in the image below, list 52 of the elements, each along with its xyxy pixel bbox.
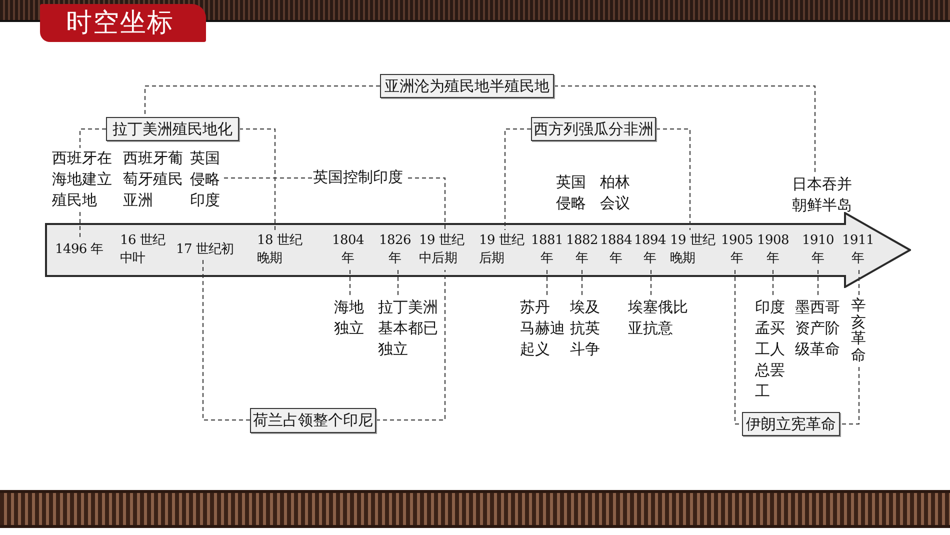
event-text: 英国侵略 — [556, 172, 590, 216]
event-text: 苏丹马赫迪起义 — [520, 297, 568, 361]
dashed-connector — [840, 366, 860, 424]
timeline-label: 1804 年 — [331, 230, 365, 270]
event-text: 海地独立 — [334, 297, 368, 341]
label-box: 伊朗立宪革命 — [742, 412, 840, 436]
timeline-label: 1881 年 — [530, 230, 564, 270]
event-text: 英国控制印度 — [313, 167, 408, 189]
timeline-label: 1908 年 — [756, 230, 790, 270]
dashed-connector — [554, 86, 816, 174]
dashed-connector — [376, 270, 446, 420]
timeline-label: 1910 年 — [801, 230, 835, 270]
dashed-connector — [772, 270, 774, 298]
dashed-connector — [408, 178, 446, 230]
dashed-connector — [546, 270, 548, 298]
dashed-connector — [80, 128, 106, 148]
event-text: 墨西哥资产阶级革命 — [795, 297, 843, 361]
event-text: 拉丁美洲基本都已独立 — [378, 297, 442, 361]
timeline-label: 1905 年 — [720, 230, 754, 270]
timeline-label: 1884 年 — [599, 230, 633, 270]
dashed-connector — [238, 128, 276, 230]
timeline-label: 1911 年 — [840, 230, 876, 270]
timeline-label: 1894 年 — [633, 230, 667, 270]
timeline-arrow — [45, 212, 911, 288]
event-text: 埃及抗英斗争 — [570, 297, 604, 361]
event-text: 辛亥革命 — [851, 297, 868, 367]
label-box: 荷兰占领整个印尼 — [250, 408, 376, 433]
event-text: 埃塞俄比亚抗意 — [628, 297, 692, 341]
timeline-label: 17 世纪初 — [176, 240, 248, 260]
event-text: 日本吞并朝鲜半岛 — [792, 174, 856, 218]
timeline-label: 19 世纪中后期 — [419, 230, 473, 270]
title: 时空坐标 — [40, 4, 206, 42]
event-text: 印度孟买工人总罢工 — [755, 297, 789, 403]
timeline-label: 18 世纪晚期 — [257, 230, 309, 270]
event-text: 柏林会议 — [600, 172, 634, 216]
dashed-connector — [650, 270, 652, 298]
dashed-connector — [202, 260, 250, 420]
dashed-connector — [858, 270, 860, 298]
timeline-label: 19 世纪晚期 — [670, 230, 720, 270]
event-text: 英国侵略印度 — [190, 148, 224, 212]
timeline-label: 1496 年 — [55, 240, 113, 260]
label-box: 西方列强瓜分非洲 — [531, 117, 656, 141]
timeline-label: 1826 年 — [378, 230, 412, 270]
label-box: 亚洲沦为殖民地半殖民地 — [380, 74, 554, 98]
dashed-connector — [656, 128, 690, 230]
dashed-connector — [504, 128, 532, 230]
label-box: 拉丁美洲殖民地化 — [106, 117, 239, 141]
timeline-label: 1882 年 — [565, 230, 599, 270]
event-text: 西班牙葡萄牙殖民亚洲 — [123, 148, 187, 212]
timeline-label: 19 世纪后期 — [479, 230, 529, 270]
event-text: 西班牙在海地建立殖民地 — [52, 148, 116, 212]
timeline-label: 16 世纪中叶 — [120, 230, 172, 270]
